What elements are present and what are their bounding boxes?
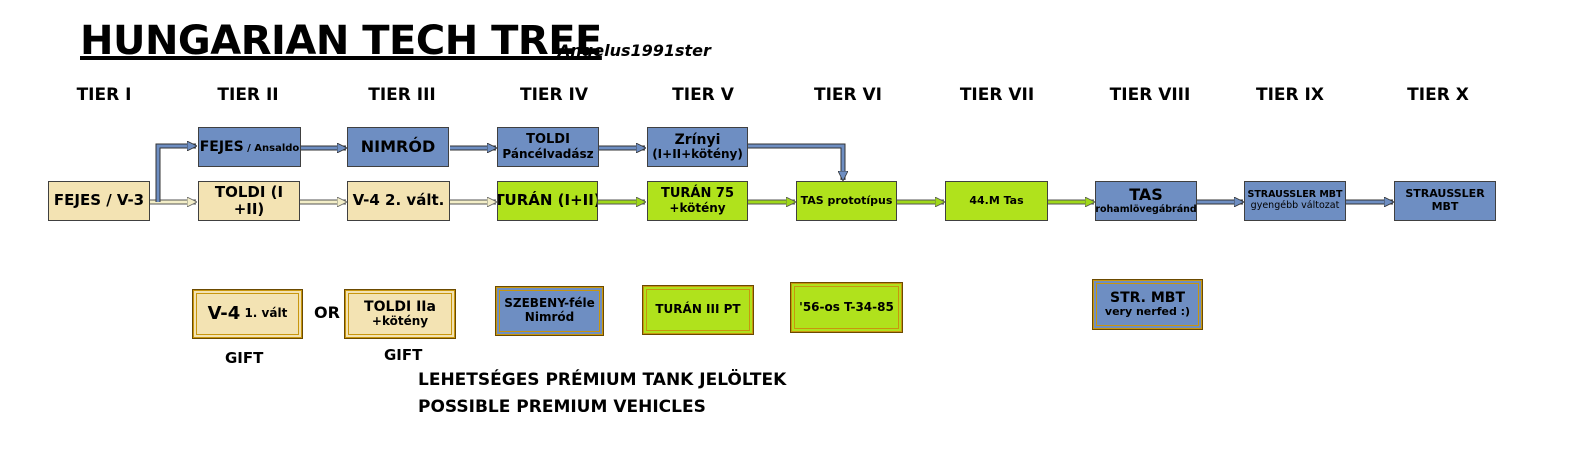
gift-label-2: GIFT <box>384 346 423 364</box>
tier-label-5: TIER V <box>672 85 734 105</box>
node-tas: TAS rohamlövegábránd <box>1095 181 1197 221</box>
node-turan-1-2-label: TURÁN (I+II) <box>497 191 598 210</box>
author-label: Angelus1991ster <box>558 41 711 60</box>
node-44m-tas: 44.M Tas <box>945 181 1048 221</box>
tier-label-8: TIER VIII <box>1109 85 1191 105</box>
arrow-zrinyi-to-tas-proto <box>748 143 843 180</box>
node-toldi-pv-main: TOLDI <box>526 131 570 147</box>
node-zrinyi-sub: (I+II+kötény) <box>652 147 743 162</box>
gift-label-1: GIFT <box>225 349 264 367</box>
node-straussler-weak-sub: gyengébb változat <box>1250 200 1340 211</box>
tier-label-6: TIER VI <box>813 85 883 105</box>
premium-str-mbt-sub: very nerfed :) <box>1104 305 1191 319</box>
premium-str-mbt-main: STR. MBT <box>1109 290 1186 307</box>
node-v4-2: V-4 2. vált. <box>347 181 450 221</box>
premium-szebeny-main: SZEBENY-féle <box>504 296 595 311</box>
node-toldi-pv-sub: Páncélvadász <box>502 146 594 161</box>
node-zrinyi-main: Zrínyi <box>674 132 721 149</box>
node-tas-sub: rohamlövegábránd <box>1095 203 1197 215</box>
node-turan-75-main: TURÁN 75 <box>661 185 734 201</box>
node-tas-main: TAS <box>1129 185 1163 205</box>
node-fejes-ansaldo: FEJES / Ansaldo <box>198 127 301 167</box>
page-title: HUNGARIAN TECH TREE <box>80 18 602 64</box>
premium-t34-label: '56-os T-34-85 <box>799 299 894 314</box>
node-v4-2-label: V-4 2. vált. <box>352 191 445 210</box>
node-turan-75-sub: +kötény <box>669 200 726 215</box>
tier-label-1: TIER I <box>76 85 132 105</box>
node-toldi-1-2: TOLDI (I +II) <box>198 181 300 221</box>
premium-v4-1: V-4 1. vált <box>192 289 303 339</box>
tier-label-10: TIER X <box>1407 85 1469 105</box>
premium-toldi-2a: TOLDI IIa +kötény <box>344 289 456 339</box>
premium-turan-3-pt: TURÁN III PT <box>642 285 754 335</box>
node-straussler-weak: STRAUSSLER MBT gyengébb változat <box>1244 181 1346 221</box>
premium-str-mbt: STR. MBT very nerfed :) <box>1092 279 1203 330</box>
node-straussler-main: STRAUSSLER <box>1405 187 1485 201</box>
node-toldi-pancelvadasz: TOLDI Páncélvadász <box>497 127 599 167</box>
arrow-branch-tier1-to-top <box>155 146 196 202</box>
node-fejes-ansaldo-main: FEJES <box>199 138 244 155</box>
premium-note-en: POSSIBLE PREMIUM VEHICLES <box>418 397 706 417</box>
tier-label-3: TIER III <box>368 85 436 105</box>
node-zrinyi: Zrínyi (I+II+kötény) <box>647 127 748 167</box>
tier-label-9: TIER IX <box>1256 85 1324 105</box>
node-nimrod-label: NIMRÓD <box>360 136 436 156</box>
premium-note-hu: LEHETSÉGES PRÉMIUM TANK JELÖLTEK <box>418 370 787 390</box>
premium-turan3-label: TURÁN III PT <box>655 302 741 317</box>
node-fejes-ansaldo-sub: / Ansaldo <box>243 142 300 154</box>
node-straussler-sub: MBT <box>1431 200 1459 213</box>
node-tas-prototipus: TAS prototípus <box>796 181 897 221</box>
premium-toldi-2a-main: TOLDI IIa <box>364 299 436 316</box>
tier-label-4: TIER IV <box>519 85 589 105</box>
premium-v4-1-sub: 1. vált <box>240 306 288 321</box>
node-fejes-v3-label: FEJES / V-3 <box>53 191 145 210</box>
tier-label-7: TIER VII <box>959 85 1035 105</box>
node-turan-1-2: TURÁN (I+II) <box>497 181 598 221</box>
premium-t34-85: '56-os T-34-85 <box>790 282 903 333</box>
node-straussler-weak-main: STRAUSSLER MBT <box>1247 189 1343 201</box>
premium-v4-1-main: V-4 <box>207 302 241 324</box>
tier-label-2: TIER II <box>217 85 279 105</box>
node-toldi-1-2-label: TOLDI (I +II) <box>214 182 284 218</box>
premium-szebeny-sub: Nimród <box>524 310 575 324</box>
node-turan-75: TURÁN 75 +kötény <box>647 181 748 221</box>
node-44m-tas-label: 44.M Tas <box>969 193 1024 207</box>
premium-toldi-2a-sub: +kötény <box>371 314 429 329</box>
node-straussler-mbt: STRAUSSLER MBT <box>1394 181 1496 221</box>
node-tas-proto-label: TAS prototípus <box>800 193 893 207</box>
or-label: OR <box>314 303 340 322</box>
node-fejes-v3: FEJES / V-3 <box>48 181 150 221</box>
node-nimrod: NIMRÓD <box>347 127 449 167</box>
premium-szebeny-nimrod: SZEBENY-féle Nimród <box>495 286 604 336</box>
